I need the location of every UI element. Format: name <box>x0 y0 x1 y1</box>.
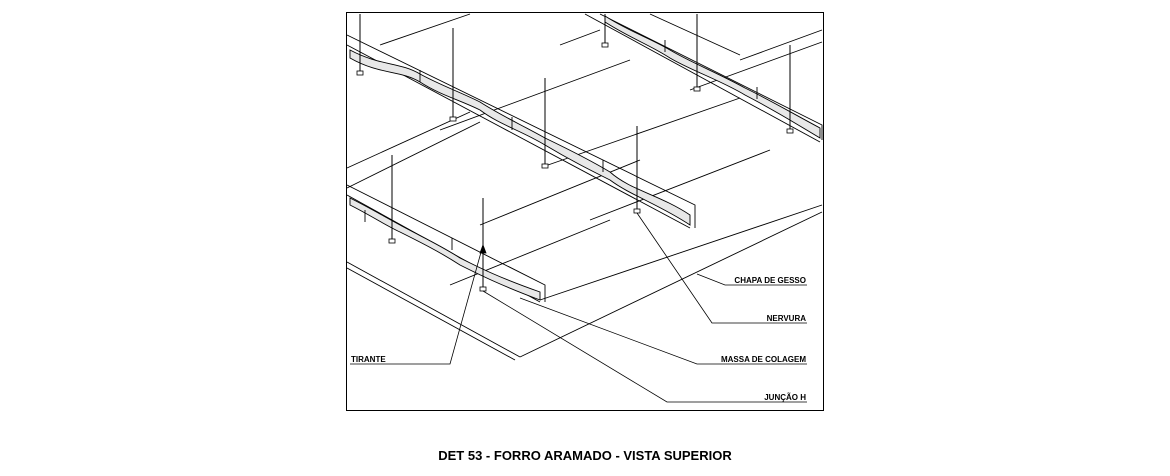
leader-tirante <box>350 244 484 365</box>
hanger-clip <box>693 86 701 92</box>
hanger-clip <box>541 163 549 169</box>
leader-chapa <box>696 273 807 286</box>
board-edge <box>449 219 611 286</box>
hanger-clip <box>633 208 641 214</box>
hanger-clips <box>356 42 794 292</box>
hanger-clip <box>388 238 396 244</box>
glue-mass <box>349 49 691 226</box>
leader-lines <box>350 212 807 403</box>
drawing-frame <box>346 12 824 411</box>
board-edge <box>649 13 741 56</box>
label-juncao-h: JUNÇÃO H <box>764 393 806 402</box>
label-massa-de-colagem: MASSA DE COLAGEM <box>721 355 806 364</box>
board-edge <box>346 261 521 358</box>
leader-massa <box>519 297 807 365</box>
board-edge <box>539 204 823 301</box>
hanger-clip <box>786 128 794 134</box>
board-edge <box>519 211 823 358</box>
hanger-clip <box>601 42 609 48</box>
rib <box>346 184 546 302</box>
board-edge <box>689 41 823 91</box>
hangers <box>359 14 791 288</box>
leader-arrowhead <box>479 243 487 254</box>
hanger-clip <box>479 286 487 292</box>
glue-mass <box>349 197 541 301</box>
board-edge <box>346 111 471 169</box>
drawing-caption: DET 53 - FORRO ARAMADO - VISTA SUPERIOR <box>438 448 732 463</box>
ribs <box>346 13 823 303</box>
board-panels <box>346 13 823 361</box>
board-edge <box>547 97 741 166</box>
rib <box>599 13 823 140</box>
board-edge <box>346 267 516 361</box>
rib <box>346 34 696 228</box>
board-edge <box>739 29 823 61</box>
hanger-clip <box>449 116 457 122</box>
leader-juncao <box>482 290 807 403</box>
board-edge <box>439 59 631 131</box>
leader-nervura <box>636 212 807 324</box>
hanger-clip <box>356 70 364 76</box>
board-edge <box>559 29 601 46</box>
board-edge <box>589 149 771 221</box>
board-edge <box>479 159 641 226</box>
label-nervura: NERVURA <box>767 314 807 323</box>
rib <box>584 13 821 143</box>
label-chapa-de-gesso: CHAPA DE GESSO <box>734 276 806 285</box>
label-tirante: TIRANTE <box>351 355 386 364</box>
glue-mass <box>604 15 821 139</box>
board-edge <box>379 13 471 46</box>
board-edge <box>346 121 481 189</box>
